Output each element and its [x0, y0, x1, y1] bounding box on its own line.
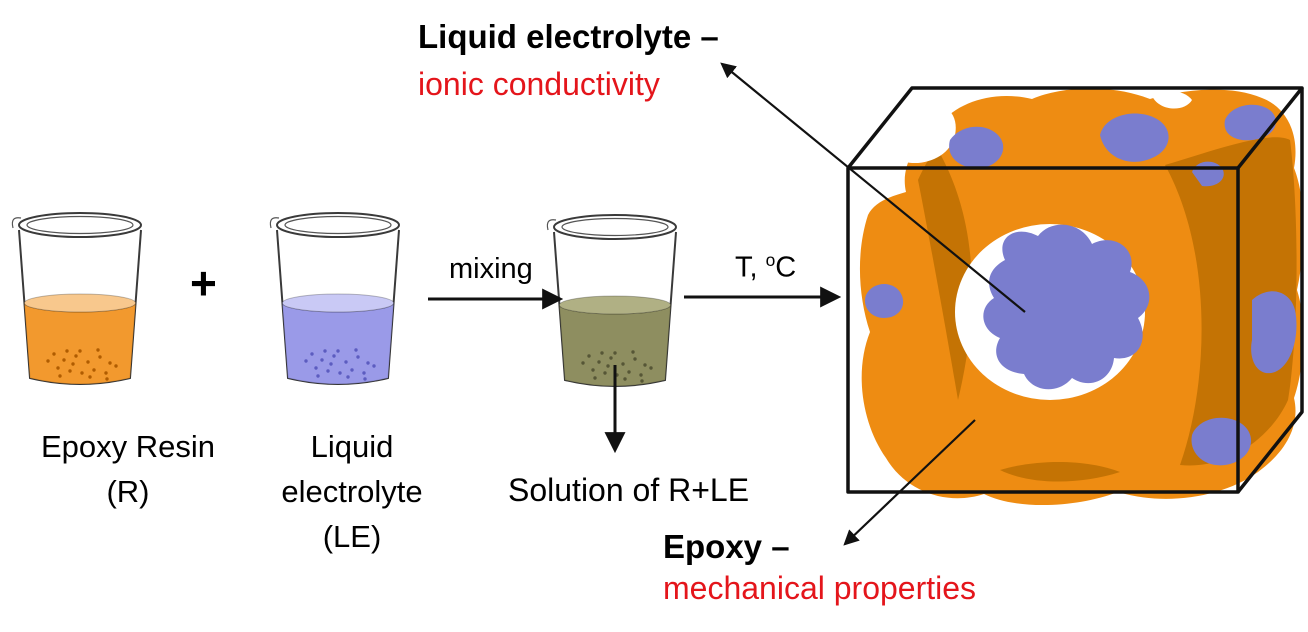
beaker-spout	[546, 219, 557, 231]
electrolyte-domain-top-mid	[1100, 113, 1169, 162]
beaker-liquid-surface	[558, 295, 672, 315]
epoxy-shading-fold	[918, 150, 972, 400]
beaker-rim-outer	[276, 212, 400, 238]
temperature-superscript: o	[765, 250, 776, 270]
white-gap-top-left	[882, 99, 956, 164]
liquid-electrolyte-beaker	[269, 212, 400, 385]
epoxy-resin-label-line2: (R)	[106, 474, 150, 509]
beaker-speckles	[46, 348, 118, 381]
epoxy-resin-label-line1: Epoxy Resin	[40, 429, 216, 464]
beaker-liquid	[281, 302, 395, 385]
epoxy-annotation-title: Epoxy –	[663, 528, 790, 565]
epoxy-annotation-arrow	[843, 419, 976, 546]
beaker-rim-inner	[284, 215, 392, 235]
temperature-unit: C	[775, 251, 797, 284]
beaker-rim-inner	[26, 215, 134, 235]
epoxy-annotation-description: mechanical properties	[663, 570, 977, 606]
electrolyte-domain-left-edge	[864, 284, 904, 318]
beaker-spout	[269, 217, 280, 229]
liquid-electrolyte-label-line2: electrolyte	[281, 474, 423, 509]
electrolyte-domain-bottom-right	[1191, 417, 1252, 466]
epoxy-shading-right	[1165, 137, 1297, 466]
electrolyte-domain-right-face	[1251, 291, 1297, 374]
epoxy-resin-beaker	[11, 212, 142, 385]
temperature-prefix: T,	[735, 251, 766, 284]
beaker-rim-outer	[18, 212, 142, 238]
white-gap-top-mid	[1152, 91, 1192, 109]
white-gap-bottom-left	[852, 454, 886, 490]
beaker-liquid-surface	[23, 293, 137, 313]
electrolyte-domain-central	[983, 224, 1150, 390]
solution-beaker	[546, 214, 677, 387]
liquid-electrolyte-label: Liquid electrolyte (LE)	[252, 424, 452, 559]
liquid-electrolyte-label-line1: Liquid	[310, 429, 394, 464]
beaker-liquid-surface	[281, 293, 395, 313]
electrolyte-domain-top-right	[1224, 104, 1276, 141]
liquid-electrolyte-label-line3: (LE)	[322, 519, 382, 554]
mixing-label: mixing	[449, 253, 533, 285]
liquid-electrolyte-annotation-title: Liquid electrolyte –	[418, 18, 719, 55]
beaker-rim-outer	[553, 214, 677, 240]
epoxy-resin-label: Epoxy Resin (R)	[8, 424, 248, 514]
liquid-electrolyte-annotation-description: ionic conductivity	[418, 66, 660, 102]
beaker-liquid	[23, 302, 137, 385]
composite-cube	[846, 86, 1304, 506]
arrows	[428, 62, 1026, 546]
beaker-spout	[11, 217, 22, 229]
cube-outline	[846, 86, 1304, 494]
epoxy-shading-bottom	[1000, 461, 1120, 482]
beaker-speckles	[304, 348, 376, 381]
beaker-speckles	[581, 350, 653, 383]
plus-sign: +	[190, 257, 217, 309]
electrolyte-domain-top-left	[949, 126, 1004, 169]
beaker-rim-inner	[561, 217, 669, 237]
electrolyte-annotation-arrow	[720, 62, 1026, 313]
solution-label: Solution of R+LE	[508, 472, 750, 508]
temperature-label: T, oC	[735, 250, 796, 285]
